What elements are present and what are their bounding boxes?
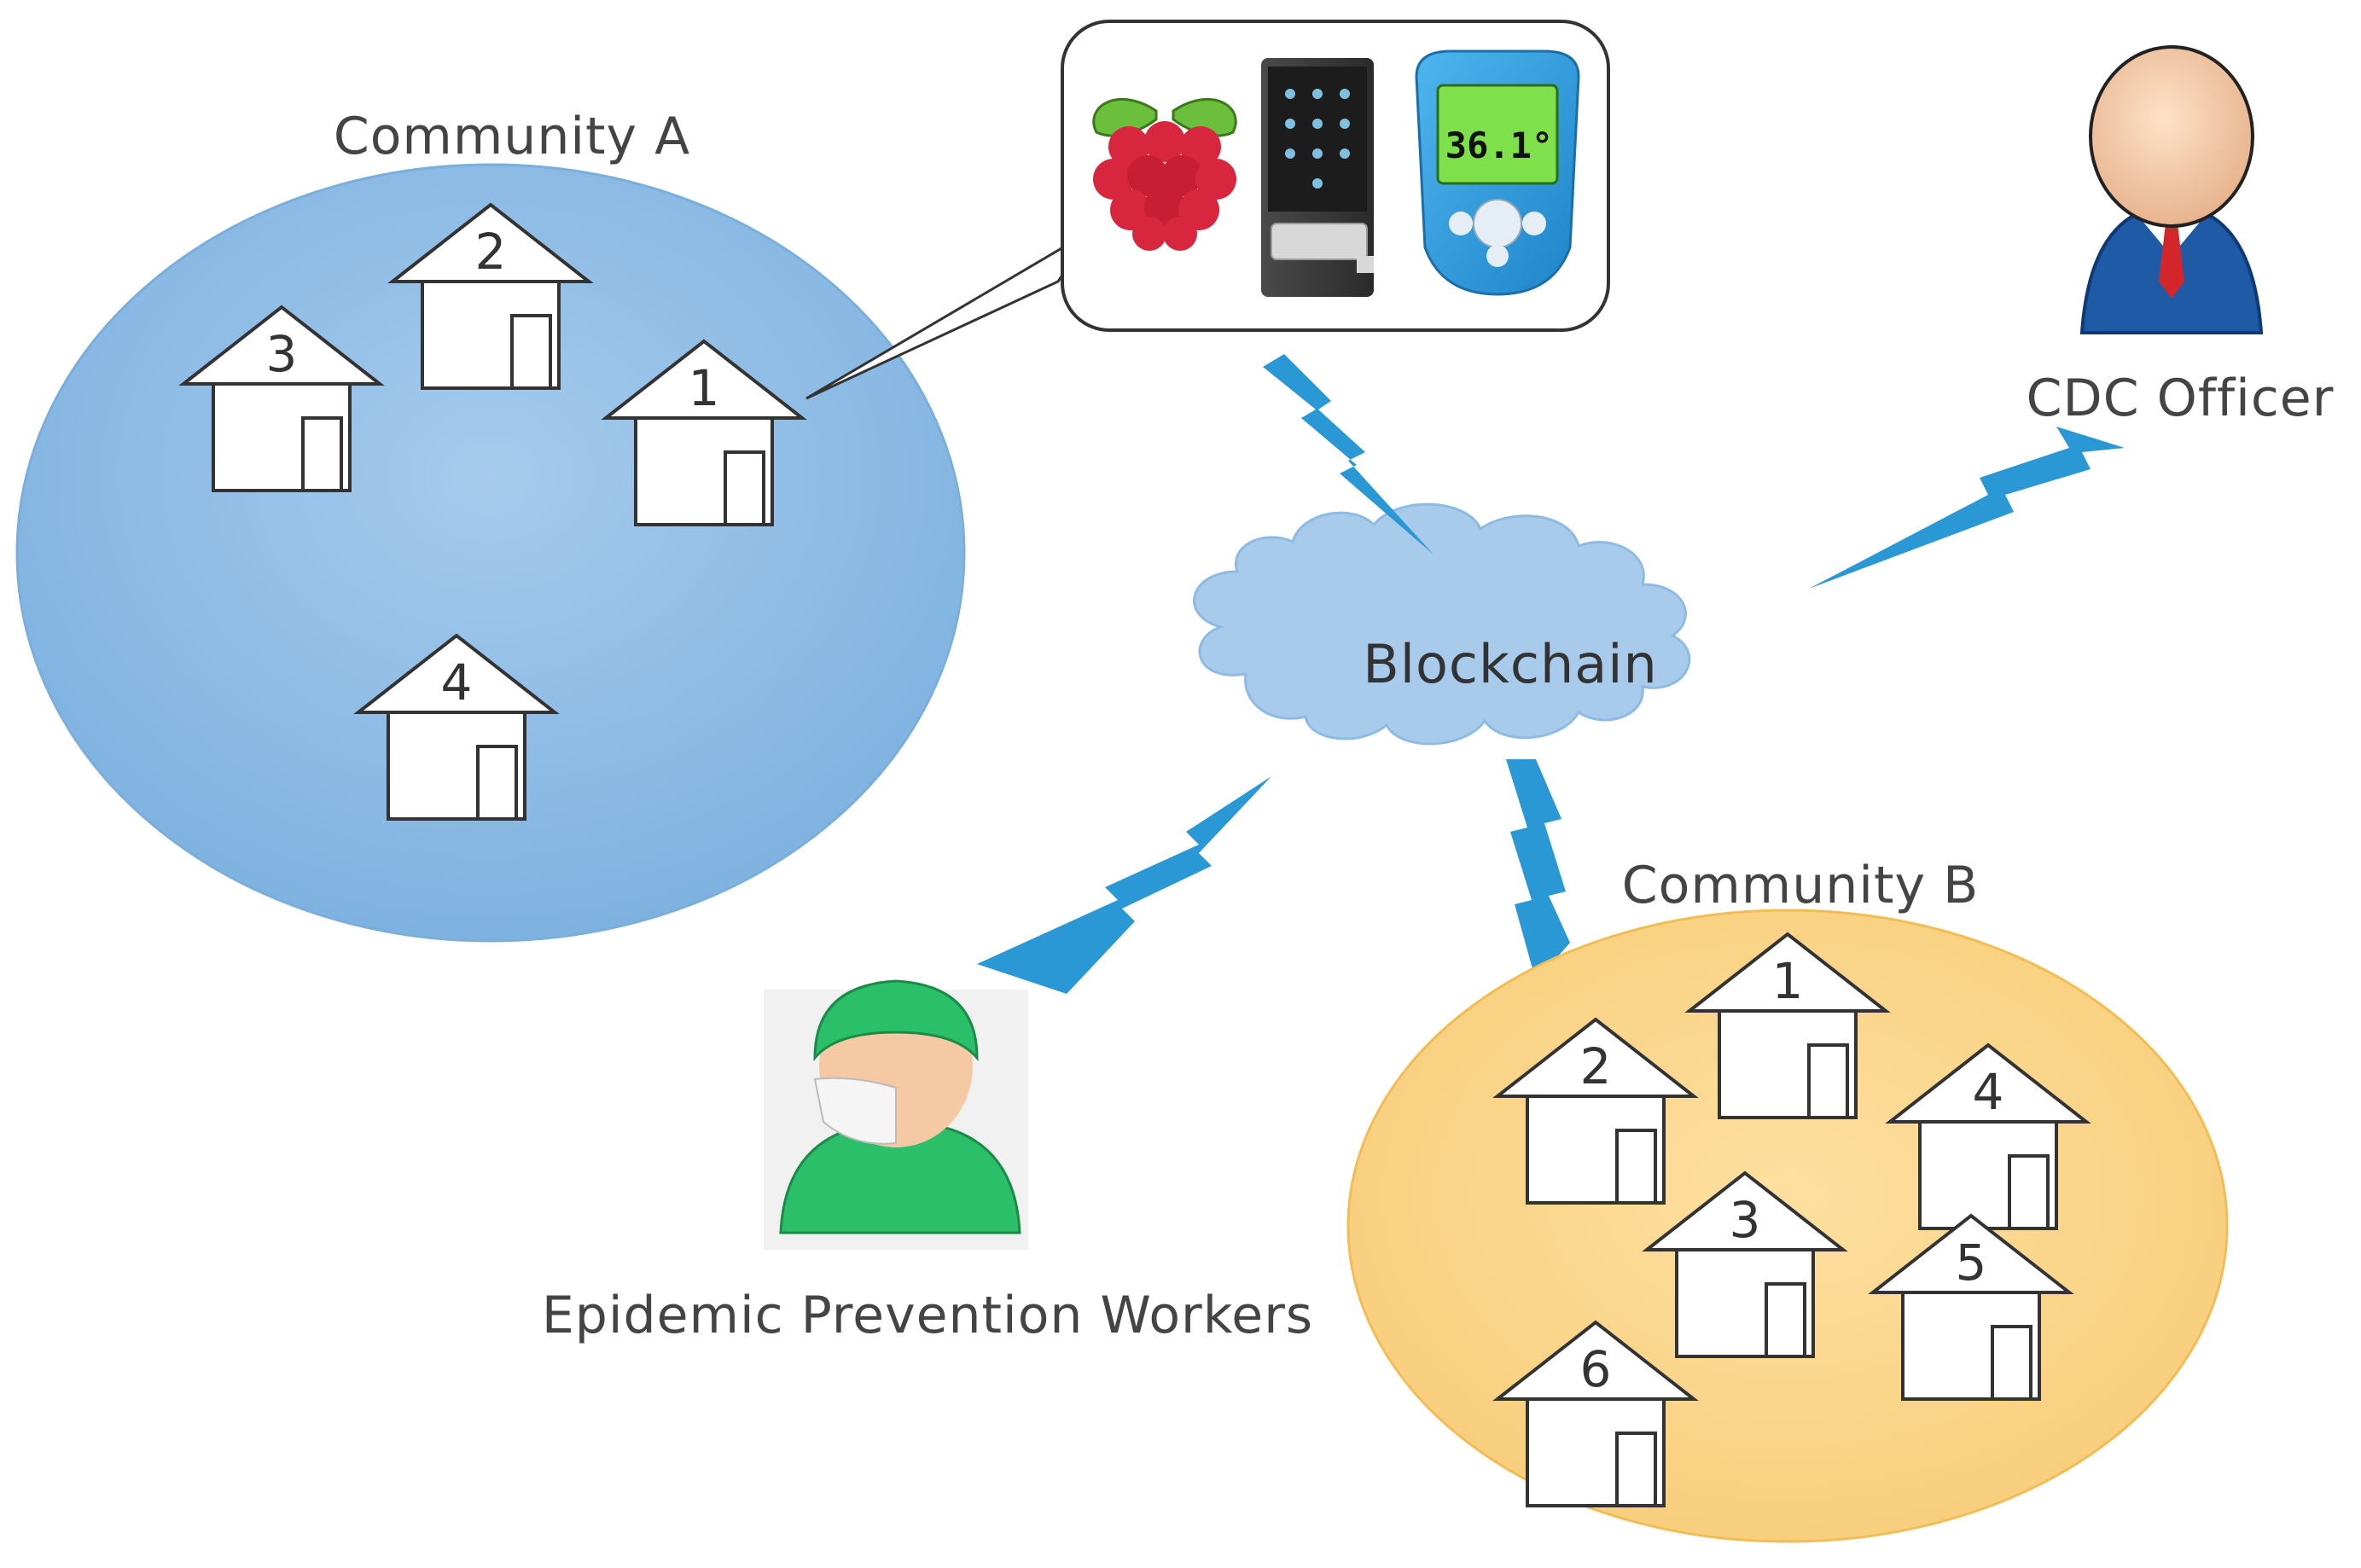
community-b-house-2: 2 [1496,1018,1695,1205]
house-number: 4 [1973,1063,2004,1121]
cdc-officer-label: CDC Officer [2027,369,2335,428]
house-number: 5 [1956,1234,1987,1292]
community-b-house-1: 1 [1688,932,1887,1119]
house-number: 6 [1580,1340,1612,1398]
house-number: 1 [1772,952,1804,1010]
link-blockchain-community-b [1506,759,1570,981]
community-a-house-1: 1 [604,340,804,526]
epidemic-worker-icon [764,979,1028,1250]
community-a-label: Community A [334,107,690,166]
smart-door-lock-icon [1261,58,1374,297]
thermometer-icon: 36.1° [1415,49,1580,296]
community-b-house-4: 4 [1888,1043,2088,1230]
cdc-officer-icon [2079,45,2264,334]
thermometer-reading: 36.1° [1445,125,1553,166]
community-a-house-3: 3 [182,305,381,492]
blockchain-cloud [1193,502,1691,746]
house-number: 2 [1580,1037,1612,1095]
raspberry-pi-icon [1092,97,1237,251]
house-number: 3 [1730,1191,1761,1249]
link-blockchain-workers [977,776,1271,994]
network-links [977,354,2125,994]
link-devices-blockchain [1263,354,1433,555]
house-number: 1 [689,359,720,417]
community-b-label: Community B [1622,856,1980,915]
community-a-house-2: 2 [391,203,590,390]
epidemic-workers-label: Epidemic Prevention Workers [542,1286,1313,1345]
house-number: 2 [475,223,507,281]
community-a-house-4: 4 [357,634,556,821]
community-b-house-3: 3 [1645,1171,1845,1358]
blockchain-label: Blockchain [1363,633,1658,695]
house-number: 4 [441,653,473,711]
house-number: 3 [266,325,298,383]
community-b-house-6: 6 [1496,1321,1695,1507]
link-cdc-blockchain [1809,427,2125,589]
community-b-house-5: 5 [1871,1214,2071,1401]
